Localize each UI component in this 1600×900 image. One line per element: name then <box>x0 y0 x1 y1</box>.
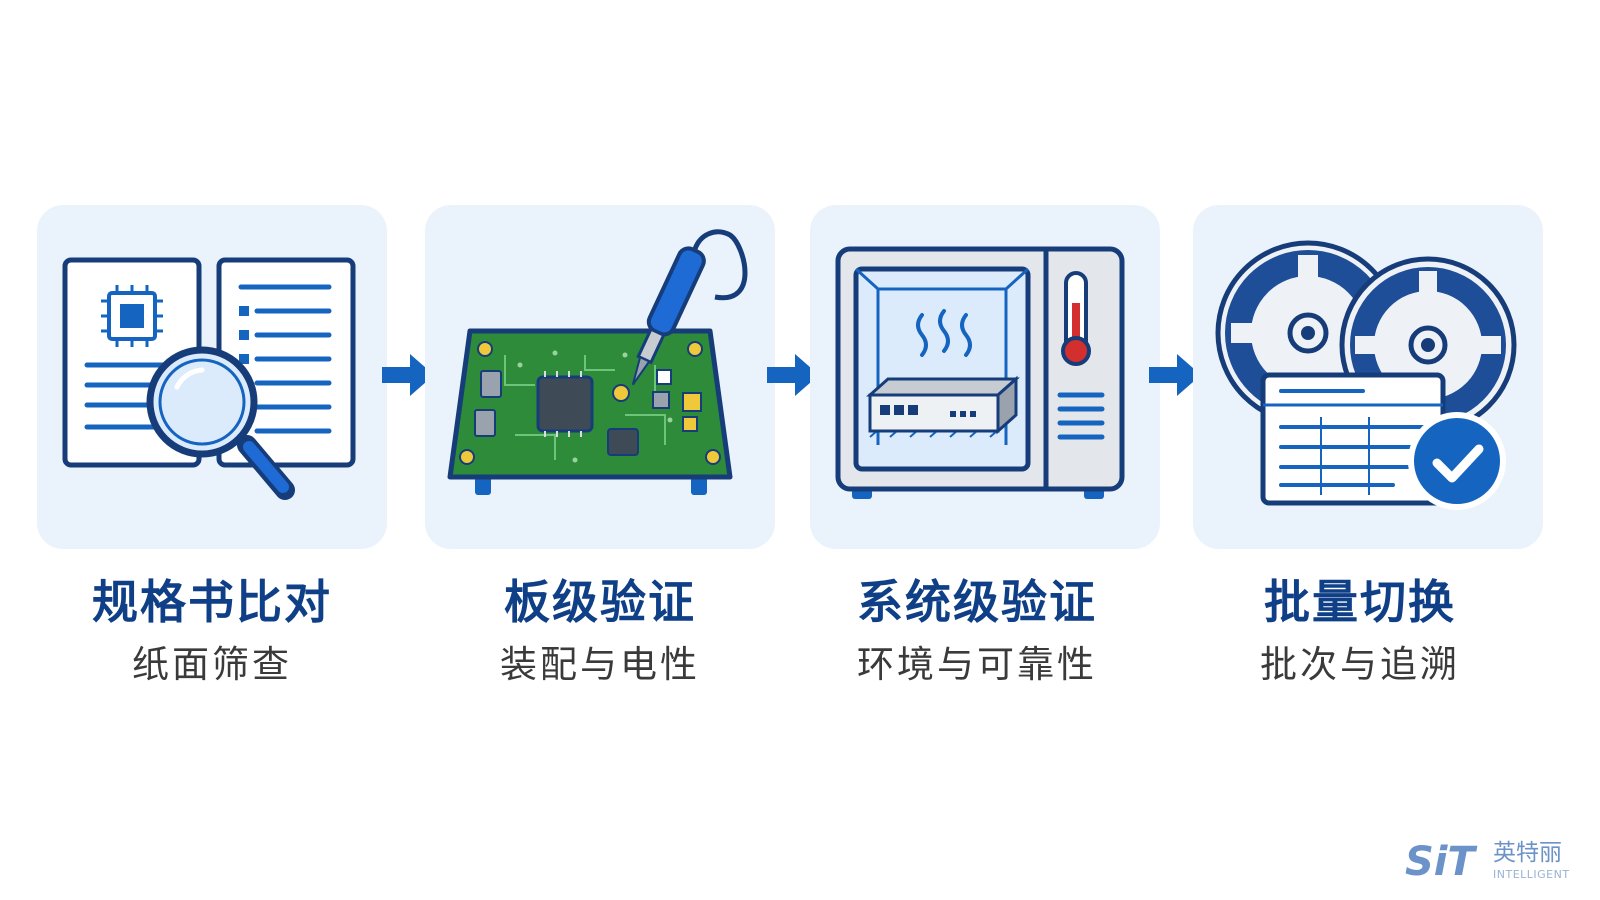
step-subtitle-1: 纸面筛查 <box>132 643 292 686</box>
component-reels-checklist-icon <box>1215 240 1517 510</box>
datasheet-magnifier-icon <box>62 257 356 500</box>
step-card-4 <box>1193 205 1543 549</box>
step-title-3: 系统级验证 <box>857 575 1097 629</box>
step-title-4: 批量切换 <box>1264 575 1456 629</box>
arrow-right-icon <box>1149 354 1201 396</box>
step-subtitle-3: 环境与可靠性 <box>857 643 1097 686</box>
step-card-3 <box>810 205 1160 549</box>
logo-mark: SiT <box>1405 839 1475 885</box>
company-logo: SiT 英特丽 INTELLIGENT <box>1405 838 1590 890</box>
step-title-1: 规格书比对 <box>92 575 332 629</box>
logo-name-cn: 英特丽 <box>1493 840 1562 866</box>
step-title-2: 板级验证 <box>504 575 696 629</box>
arrow-right-icon <box>382 354 434 396</box>
step-card-1 <box>37 205 387 549</box>
logo-name-en: INTELLIGENT <box>1493 868 1570 881</box>
pcb-soldering-icon <box>447 229 748 495</box>
arrow-right-icon <box>767 354 819 396</box>
step-subtitle-4: 批次与追溯 <box>1260 643 1460 686</box>
step-card-2 <box>425 205 775 549</box>
environmental-chamber-icon <box>835 246 1125 499</box>
step-subtitle-2: 装配与电性 <box>500 643 700 686</box>
